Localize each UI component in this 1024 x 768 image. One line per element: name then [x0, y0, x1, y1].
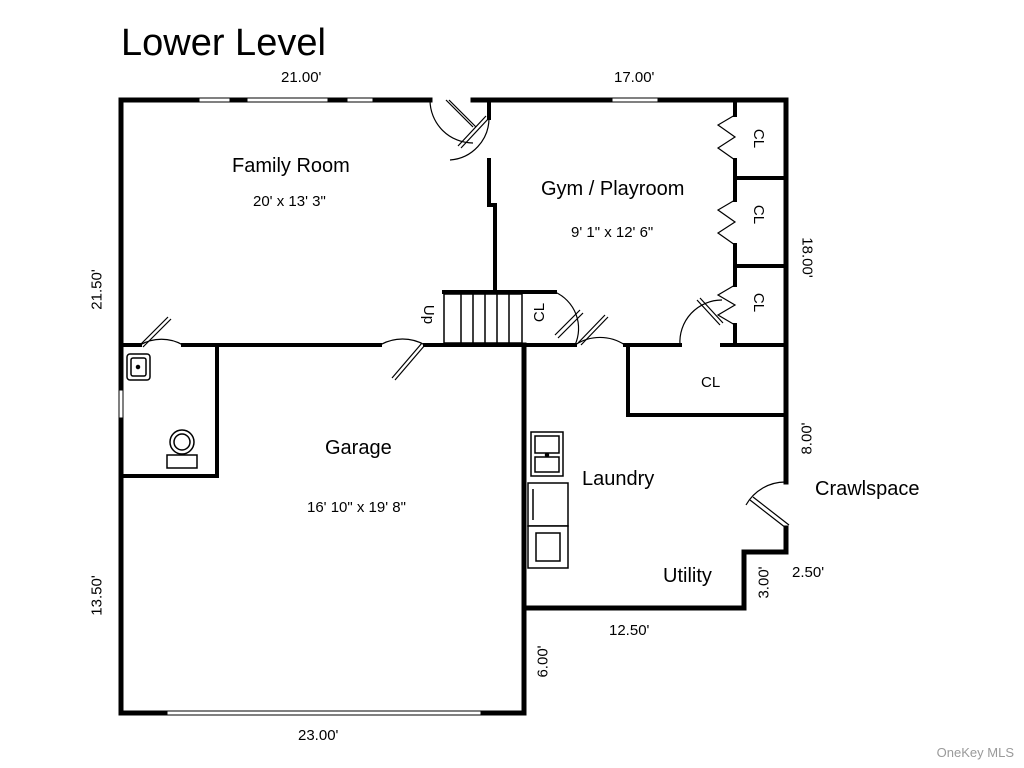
measure-left-lower: 13.50' — [88, 575, 106, 616]
measure-garage-right: 6.00' — [534, 645, 552, 678]
measure-right-mid: 8.00' — [798, 422, 816, 455]
measure-laundry-bottom: 12.50' — [609, 622, 650, 639]
measure-left-upper: 21.50' — [88, 269, 106, 310]
family-room-label: Family Room — [232, 155, 350, 177]
closet-label-4: CL — [531, 302, 549, 323]
doors — [139, 99, 790, 529]
measure-step-horizontal: 2.50' — [792, 564, 825, 581]
garage-label: Garage — [325, 437, 392, 459]
utility-label: Utility — [663, 565, 712, 587]
laundry-label: Laundry — [582, 468, 655, 490]
gym-label: Gym / Playroom — [541, 178, 685, 200]
bathroom-fixtures — [126, 353, 198, 469]
measure-top-left: 21.00' — [281, 69, 322, 86]
measure-right-upper: 18.00' — [798, 237, 816, 278]
measure-bottom: 23.00' — [298, 727, 339, 744]
toilet-icon — [166, 429, 198, 469]
stairs — [443, 293, 523, 344]
plan-title: Lower Level — [121, 22, 326, 64]
exterior-walls — [118, 97, 789, 716]
family-room-size: 20' x 13' 3" — [253, 193, 326, 210]
closet-label-2: CL — [750, 204, 768, 225]
closet-label-5: CL — [701, 374, 721, 391]
interior-walls — [119, 98, 788, 478]
dryer-icon — [527, 482, 569, 527]
watermark: OneKey MLS — [936, 745, 1014, 760]
measure-step-vertical: 3.00' — [755, 566, 773, 599]
garage-size: 16' 10" x 19' 8" — [307, 499, 406, 516]
closet-label-3: CL — [750, 292, 768, 313]
measure-top-right: 17.00' — [614, 69, 655, 86]
windows — [118, 97, 660, 716]
gym-size: 9' 1" x 12' 6" — [571, 224, 654, 241]
closet-label-1: CL — [750, 128, 768, 149]
laundry-fixtures — [527, 431, 569, 569]
crawlspace-label: Crawlspace — [815, 478, 920, 500]
stairs-up-label: Up — [420, 304, 438, 325]
